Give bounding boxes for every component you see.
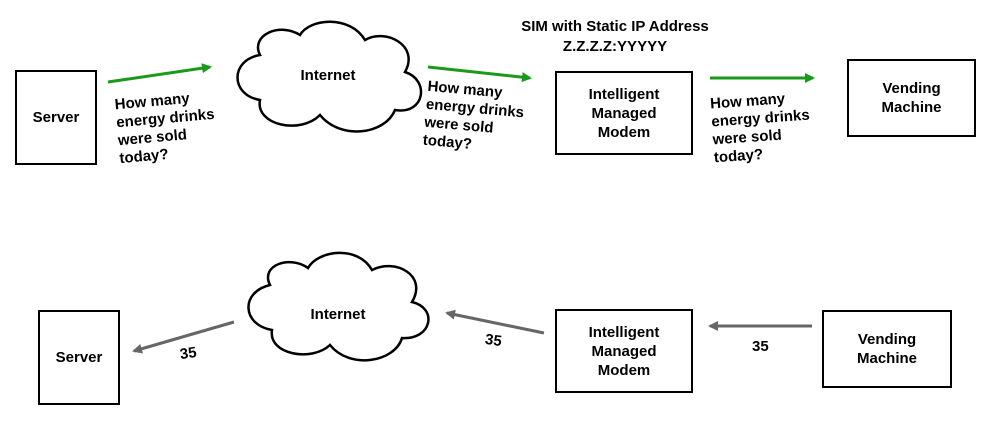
- modem-box-bottom: Intelligent Managed Modem: [555, 309, 693, 393]
- query-label-2: How many energy drinks were sold today?: [422, 77, 525, 153]
- query-label-1: How many energy drinks were sold today?: [114, 89, 216, 168]
- answer-label-2: 35: [483, 330, 503, 351]
- answer-label-1: 35: [752, 338, 769, 355]
- query-arrow-2: [427, 65, 532, 83]
- query-arrow-1: [107, 63, 212, 84]
- answer-arrow-3: [132, 320, 235, 354]
- internet-cloud-bottom: [247, 251, 430, 362]
- answer-arrow-2: [445, 309, 545, 335]
- modem-box-top: Intelligent Managed Modem: [555, 71, 693, 155]
- server-box-top: Server: [15, 70, 97, 165]
- internet-label-bottom: Internet: [310, 306, 366, 323]
- internet-label-top: Internet: [300, 67, 356, 84]
- vending-machine-box-top: Vending Machine: [847, 59, 976, 137]
- answer-label-3: 35: [178, 343, 198, 364]
- server-box-bottom: Server: [38, 310, 120, 405]
- vending-machine-box-bottom: Vending Machine: [822, 310, 952, 388]
- query-label-3: How many energy drinks were sold today?: [709, 90, 811, 167]
- sim-ip: Z.Z.Z.Z:YYYYY: [562, 38, 668, 55]
- internet-cloud-top: [236, 20, 423, 133]
- sim-title: SIM with Static IP Address: [521, 18, 709, 35]
